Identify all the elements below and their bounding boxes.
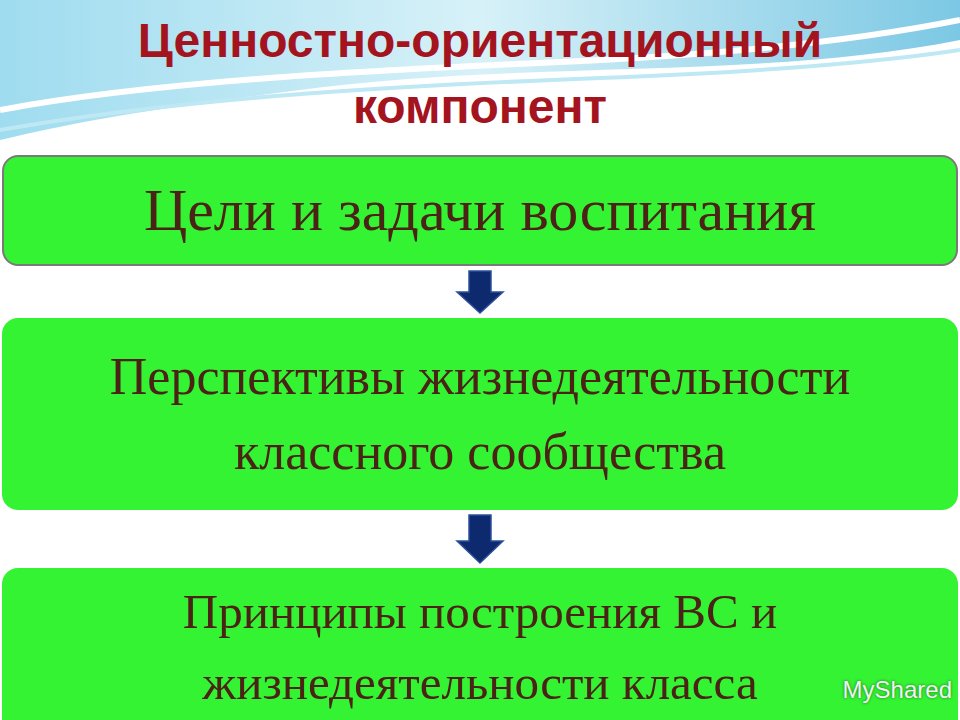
box-text: Принципы построения ВС и жизнедеятельнос… [32, 576, 928, 718]
watermark: MyShared [843, 676, 952, 704]
arrow-shape [457, 271, 503, 313]
block-arrow [457, 271, 503, 313]
process-box: Перспективы жизнедеятельности классного … [2, 318, 958, 510]
top-wave [0, 0, 960, 140]
slide-title: Ценностно-ориентационный компонент [60, 8, 900, 140]
box-text: Перспективы жизнедеятельности классного … [32, 339, 928, 489]
process-box: Цели и задачи воспитания [2, 155, 958, 266]
box-text: Цели и задачи воспитания [144, 167, 816, 254]
block-arrow [457, 515, 503, 563]
arrow-shape [457, 515, 503, 563]
process-box: Принципы построения ВС и жизнедеятельнос… [2, 568, 958, 720]
